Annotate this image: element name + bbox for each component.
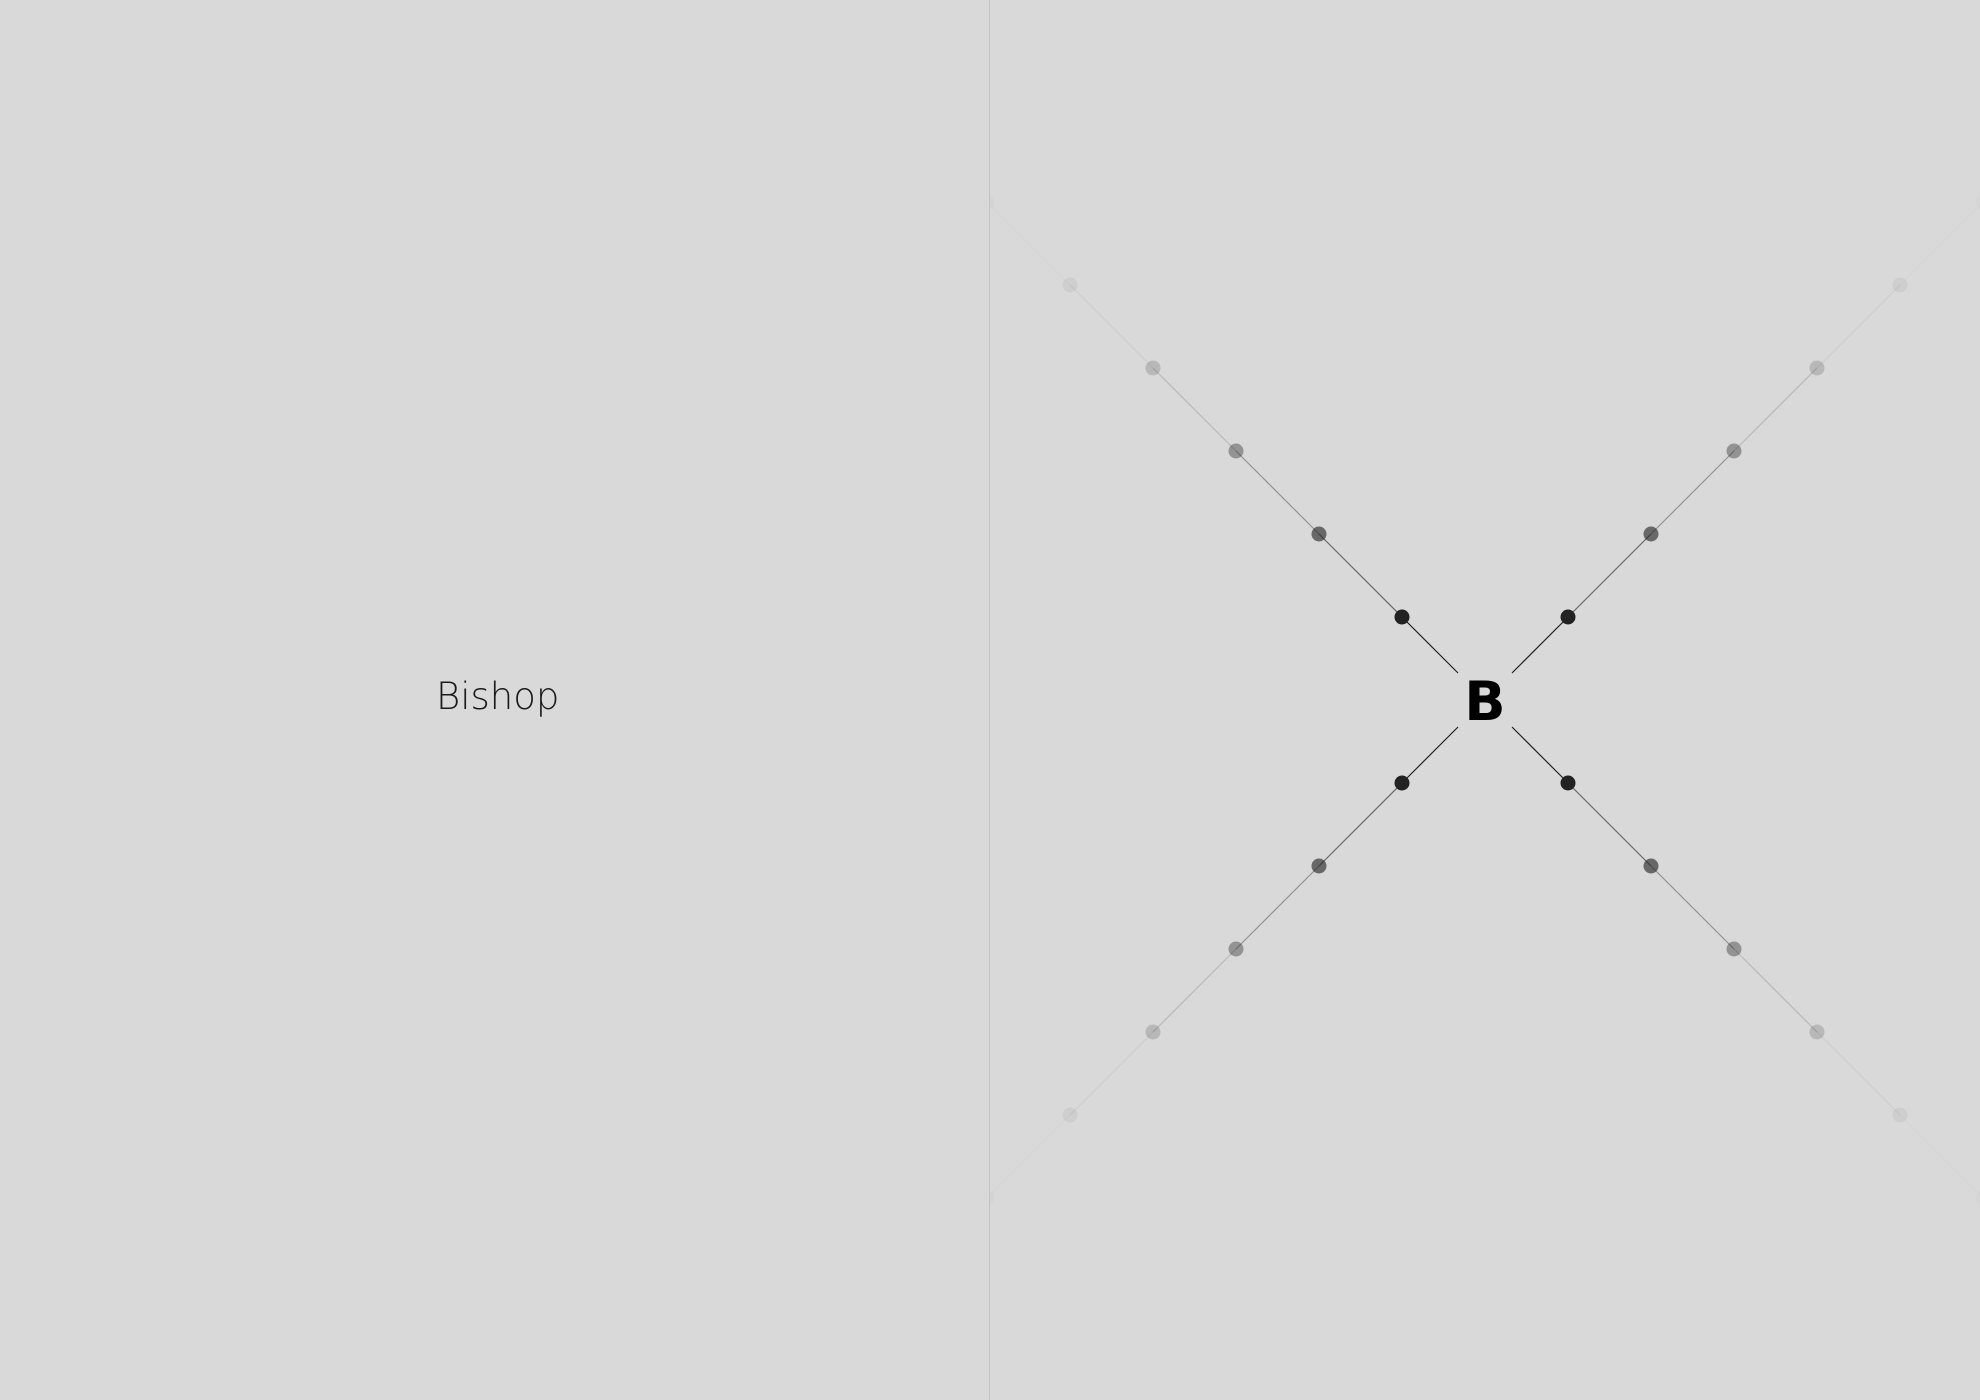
move-dot-down-left-3 (1228, 941, 1244, 957)
move-dot-up-left-2 (1311, 526, 1327, 542)
bishop-move-diagram: B (990, 195, 1980, 1206)
ray-segment-down-left-6 (990, 1115, 1070, 1198)
ray-segment-up-right-3 (1650, 450, 1735, 535)
ray-segment-down-right-3 (1650, 865, 1735, 950)
move-rays (990, 195, 1980, 1206)
ray-segment-down-right-1 (1511, 726, 1569, 784)
move-dot-down-right-4 (1809, 1024, 1825, 1040)
ray-segment-down-left-3 (1235, 865, 1320, 950)
page-gutter (989, 0, 990, 1400)
ray-segment-up-left-5 (1069, 284, 1154, 369)
ray-segment-up-right-5 (1816, 284, 1901, 369)
ray-segment-up-left-2 (1318, 533, 1403, 618)
move-dot-down-right-2 (1643, 858, 1659, 874)
ray-segment-down-left-5 (1069, 1031, 1154, 1116)
right-page: B (990, 0, 1980, 1400)
move-dot-up-left-4 (1145, 360, 1161, 376)
ray-segment-up-right-6 (1900, 202, 1980, 285)
ray-segment-up-left-3 (1235, 450, 1320, 535)
ray-segment-down-left-2 (1318, 782, 1403, 867)
move-dot-up-left-5 (1062, 277, 1078, 293)
piece-name-label: Bishop (436, 675, 560, 718)
move-dot-up-right-5 (1892, 277, 1908, 293)
ray-segment-down-right-6 (1900, 1115, 1980, 1198)
ray-segment-up-left-1 (1401, 616, 1459, 674)
move-dot-down-right-3 (1726, 941, 1742, 957)
ray-segment-down-right-4 (1733, 948, 1818, 1033)
left-page: Bishop (0, 0, 989, 1400)
move-dot-up-left-6 (990, 195, 995, 210)
move-dot-up-right-3 (1726, 443, 1742, 459)
ray-segment-up-left-6 (990, 202, 1070, 285)
move-dot-down-right-5 (1892, 1107, 1908, 1123)
ray-segment-up-left-4 (1152, 367, 1237, 452)
move-dot-up-left-3 (1228, 443, 1244, 459)
move-dot-up-right-2 (1643, 526, 1659, 542)
ray-segment-up-right-1 (1511, 616, 1569, 674)
move-dot-down-right-6 (1976, 1191, 1980, 1206)
bishop-glyph: B (1464, 670, 1505, 733)
move-dot-up-right-6 (1976, 195, 1980, 210)
move-dot-down-left-6 (990, 1191, 995, 1206)
ray-segment-down-right-5 (1816, 1031, 1901, 1116)
ray-segment-down-left-1 (1401, 726, 1459, 784)
ray-segment-down-right-2 (1567, 782, 1652, 867)
move-dot-down-left-5 (1062, 1107, 1078, 1123)
ray-segment-down-left-4 (1152, 948, 1237, 1033)
move-dot-down-left-4 (1145, 1024, 1161, 1040)
move-dot-up-right-4 (1809, 360, 1825, 376)
ray-segment-up-right-4 (1733, 367, 1818, 452)
move-dot-down-left-2 (1311, 858, 1327, 874)
ray-segment-up-right-2 (1567, 533, 1652, 618)
